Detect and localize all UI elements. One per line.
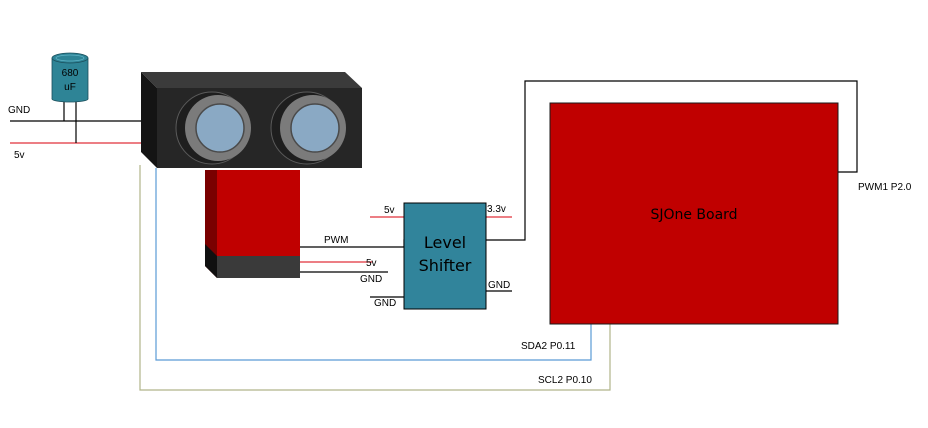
sensor-gnd-label: GND	[360, 274, 382, 285]
sjone-board: SJOne Board	[549, 102, 839, 325]
sensor-module	[205, 170, 300, 278]
board-pwm-wire	[486, 80, 858, 241]
five-v-rail-label: 5v	[14, 150, 25, 161]
level-shifter-title-top: Level	[424, 233, 466, 252]
shifter-five-v-label: 5v	[384, 205, 395, 216]
board-title: SJOne Board	[650, 207, 737, 223]
level-shifter-title-bottom: Shifter	[419, 256, 472, 275]
sensor-five-v-label: 5v	[366, 258, 377, 269]
scl-label: SCL2 P0.10	[538, 375, 592, 386]
shifter-3v3-label: 3.3v	[487, 204, 506, 215]
capacitor: 680 uF	[51, 52, 89, 103]
level-shifter: Level Shifter	[403, 202, 487, 310]
sensor-transducer-right	[290, 103, 340, 153]
shifter-gnd-out-label: GND	[488, 280, 510, 291]
sensor-pwm-label: PWM	[324, 235, 348, 246]
capacitor-value-top: 680	[62, 68, 79, 79]
scl-wire	[139, 165, 611, 391]
gnd-rail-label: GND	[8, 105, 30, 116]
sensor-transducer-left	[195, 103, 245, 153]
pwm-wire	[300, 239, 416, 248]
sda-wire	[155, 168, 592, 361]
ultrasonic-sensor	[141, 72, 362, 168]
shifter-gnd-in-label: GND	[374, 298, 396, 309]
board-pwm-pin-label: PWM1 P2.0	[858, 182, 912, 193]
capacitor-value-bottom: uF	[64, 82, 76, 93]
sda-label: SDA2 P0.11	[521, 341, 576, 352]
